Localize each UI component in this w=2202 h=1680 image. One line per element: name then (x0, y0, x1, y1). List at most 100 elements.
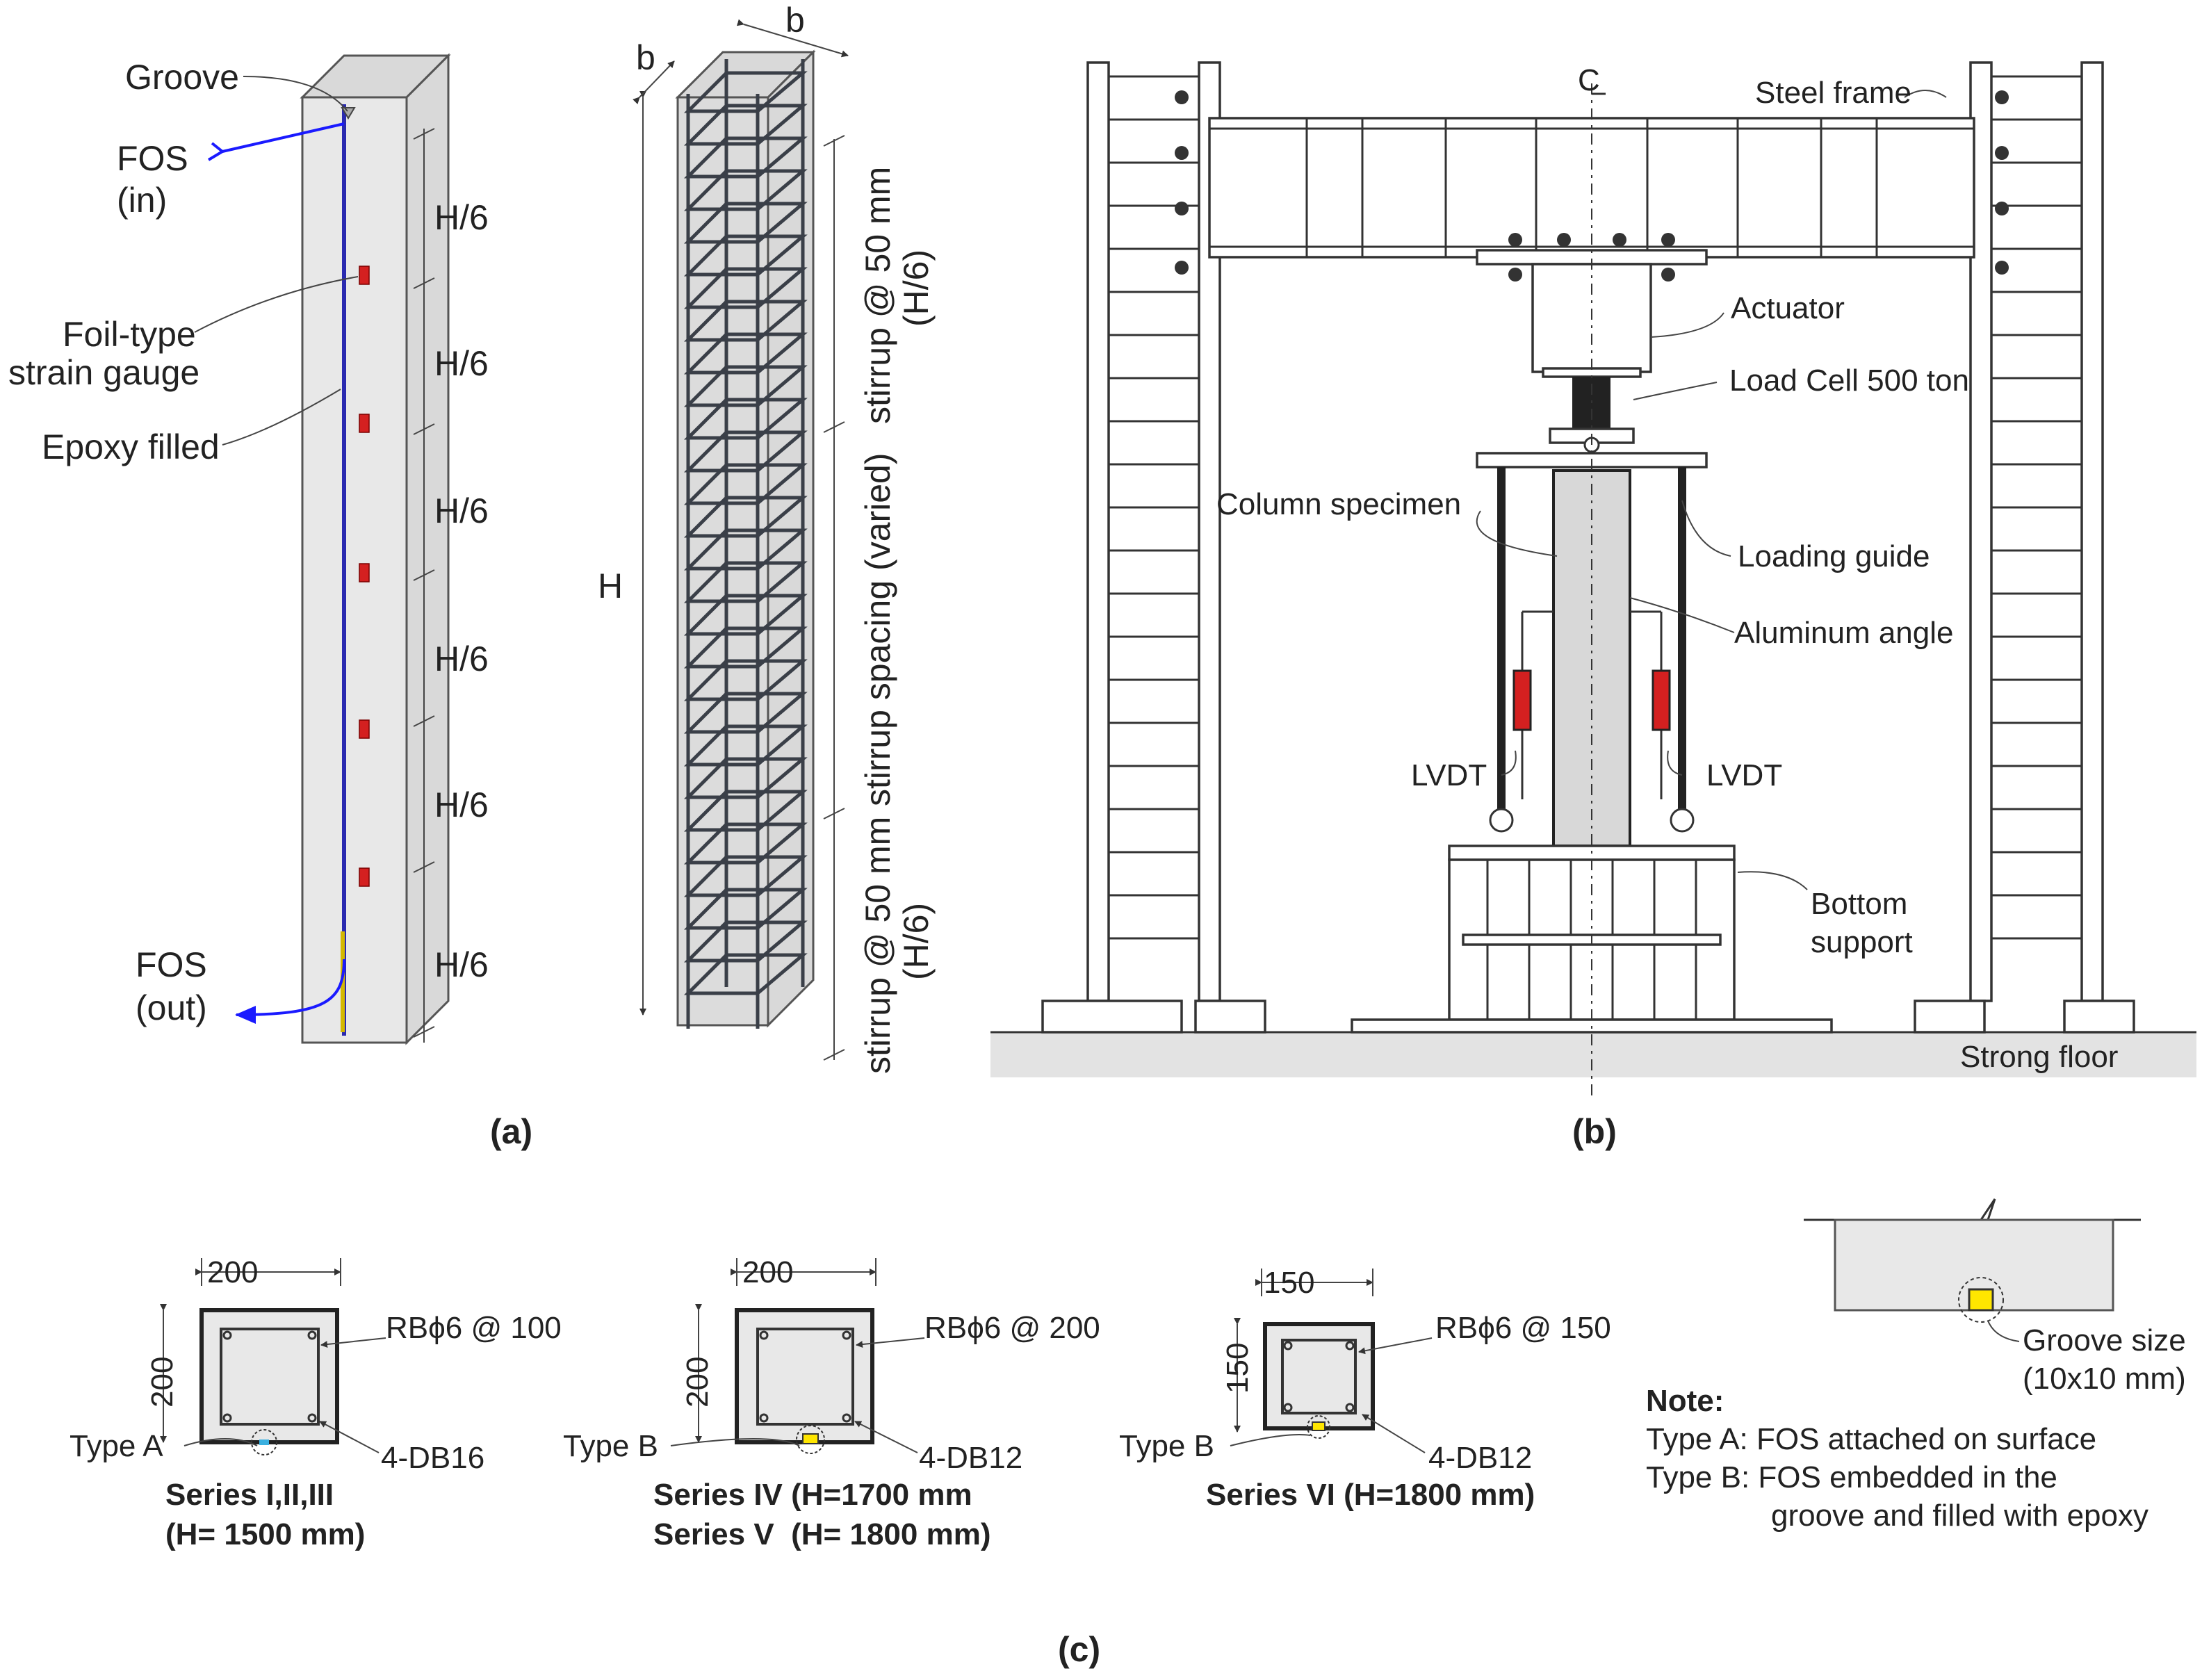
stirrup (683, 463, 808, 505)
sec2-dim-w: 200 (742, 1255, 793, 1289)
sec3-dim-w: 150 (1264, 1266, 1314, 1300)
stirrup (683, 169, 808, 211)
fos-out-label-1: FOS (136, 945, 207, 984)
stirrup (683, 496, 808, 538)
sec3-series-1: Series VI (H=1800 mm) (1206, 1478, 1535, 1512)
stirrup (683, 528, 808, 571)
note-line-1: Type A: FOS attached on surface (1646, 1422, 2096, 1456)
groove-size-label-1: Groove size (2023, 1323, 2186, 1357)
sec1-dim-h: 200 (145, 1357, 179, 1408)
seg-label-3: H/6 (434, 491, 489, 530)
rebar-cage-column (633, 19, 849, 1061)
centerline-label: C (1578, 63, 1600, 97)
actuator-label: Actuator (1731, 291, 1845, 325)
epoxy-label: Epoxy filled (42, 427, 220, 466)
panel-a: Groove FOS (in) Foil-type strain gauge E… (8, 1, 936, 1151)
seg-label-6: H/6 (434, 945, 489, 984)
stirrup (683, 136, 808, 179)
stirrup (683, 757, 808, 799)
stirrup (683, 267, 808, 309)
dim-H: H (598, 566, 623, 605)
sec2-bars: 4-DB12 (919, 1441, 1022, 1475)
stirrup (683, 561, 808, 603)
stirrup (683, 398, 808, 440)
groove-size-label-2: (10x10 mm) (2023, 1362, 2186, 1396)
sec2-stirrup: RBϕ6 @ 200 (924, 1311, 1100, 1345)
sec3-stirrup: RBϕ6 @ 150 (1435, 1311, 1611, 1345)
sec2-series-2: Series V (H= 1800 mm) (653, 1517, 990, 1551)
lvdt-right-label: LVDT (1706, 758, 1782, 792)
fos-out-arrow (235, 959, 345, 1024)
stirrup-top-label-1: stirrup @ 50 mm (858, 167, 897, 424)
stirrup (683, 365, 808, 407)
steel-frame-label: Steel frame (1755, 76, 1911, 110)
column-specimen (1552, 469, 1631, 847)
stirrups (683, 71, 808, 995)
sec1-type: Type A (70, 1429, 163, 1463)
stirrup (683, 724, 808, 767)
caption-b: (b) (1572, 1112, 1617, 1151)
bottom-support-label-2: support (1811, 925, 1913, 959)
aluminum-angle-label: Aluminum angle (1734, 616, 1954, 650)
stirrup-mid-label: stirrup spacing (varied) (858, 452, 897, 806)
sec3-dim-h: 150 (1221, 1343, 1255, 1394)
stirrup (683, 430, 808, 473)
stirrup (683, 104, 808, 146)
dim-b-top: b (785, 1, 805, 40)
sec1-series-2: (H= 1500 mm) (165, 1517, 365, 1551)
stirrup (683, 920, 808, 963)
seg-label-1: H/6 (434, 198, 489, 237)
stirrup (683, 692, 808, 734)
fos-in-label-2: (in) (117, 181, 167, 220)
lvdt-left-label: LVDT (1411, 758, 1487, 792)
strain-gauge-3 (359, 563, 370, 582)
section-series-1 (160, 1258, 386, 1455)
sec3-bars: 4-DB12 (1428, 1441, 1532, 1475)
stirrup-top-label-2: (H/6) (897, 250, 936, 327)
section-series-2 (670, 1258, 925, 1454)
stirrup (683, 822, 808, 865)
sec2-dim-h: 200 (680, 1357, 715, 1408)
foil-gauge-label-2: strain gauge (8, 353, 199, 392)
stirrup (683, 626, 808, 669)
groove-label: Groove (125, 58, 239, 97)
strain-gauge-4 (359, 719, 370, 739)
beam-bolts (1175, 90, 2009, 282)
note-title: Note: (1646, 1384, 1724, 1418)
lvdt-left (1512, 669, 1532, 731)
sec2-type: Type B (563, 1429, 658, 1463)
note-line-2: Type B: FOS embedded in the (1646, 1460, 2057, 1494)
stirrup-bottom-label-1: stirrup @ 50 mm (858, 817, 897, 1074)
sec1-dim-w: 200 (207, 1255, 258, 1289)
bottom-support-label-1: Bottom (1811, 887, 1907, 921)
panel-b: C Steel frame Actuator Load Cell 500 ton… (990, 61, 2196, 1151)
lvdt-right (1652, 669, 1671, 731)
stirrup (683, 953, 808, 995)
strain-gauge-2 (359, 414, 370, 433)
seg-label-2: H/6 (434, 344, 489, 383)
right-frame-tower (1914, 61, 2135, 1034)
strong-floor-label: Strong floor (1960, 1040, 2118, 1074)
load-cell-label: Load Cell 500 ton (1729, 364, 1969, 398)
fos-out-label-2: (out) (136, 988, 207, 1027)
loading-guide-label: Loading guide (1738, 539, 1930, 573)
groove-detail (1804, 1198, 2141, 1342)
sec3-type: Type B (1119, 1429, 1214, 1463)
dim-b-side: b (636, 38, 655, 77)
strain-gauge-5 (359, 867, 370, 887)
sec1-stirrup: RBϕ6 @ 100 (386, 1311, 562, 1345)
seg-label-5: H/6 (434, 785, 489, 824)
fos-column (194, 53, 451, 1045)
stirrup (683, 300, 808, 342)
seg-label-4: H/6 (434, 639, 489, 678)
note-line-3: groove and filled with epoxy (1771, 1499, 2148, 1533)
sec1-series-1: Series I,II,III (165, 1478, 334, 1512)
strain-gauge-1 (359, 266, 370, 285)
stirrup-bottom-label-2: (H/6) (897, 903, 936, 980)
stirrup (683, 332, 808, 375)
stirrup (683, 659, 808, 701)
stirrup (683, 888, 808, 930)
stirrup (683, 234, 808, 277)
fos-in-label-1: FOS (117, 139, 188, 178)
